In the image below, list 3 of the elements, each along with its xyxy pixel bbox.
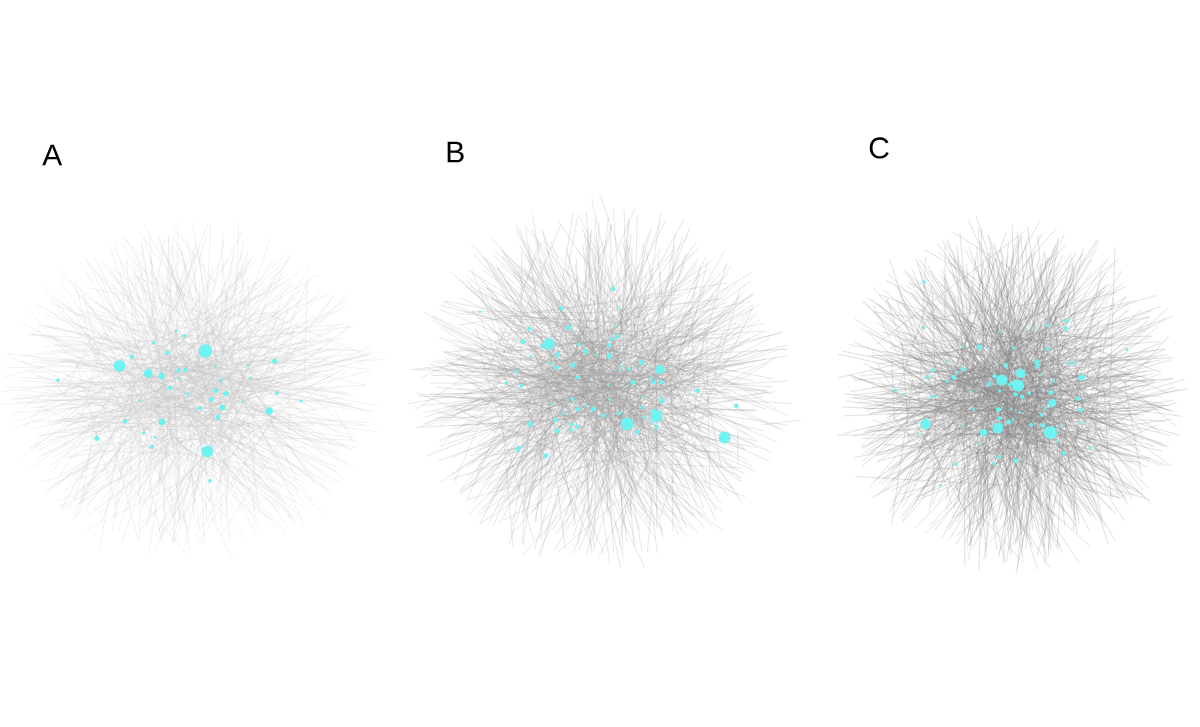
- panel-label: C: [869, 137, 889, 159]
- panel-label: B: [447, 141, 464, 163]
- panel-label: A: [42, 144, 63, 166]
